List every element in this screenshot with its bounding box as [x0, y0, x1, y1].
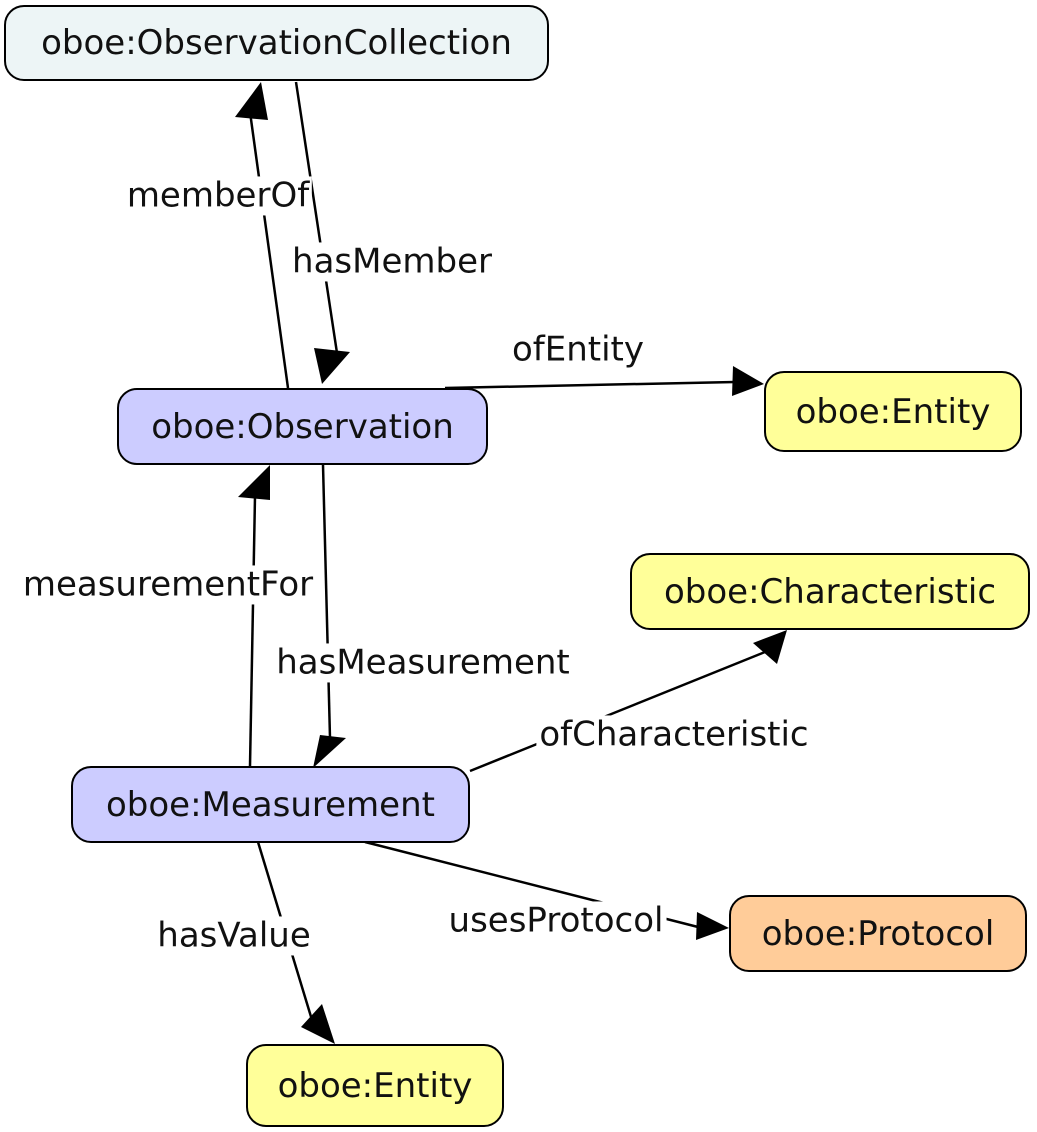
node-characteristic[interactable]: oboe:Characteristic [630, 553, 1030, 630]
edge-label-uses-protocol: usesProtocol [445, 901, 667, 941]
edge-measurement-for [238, 465, 270, 767]
edge-has-measurement [313, 464, 346, 768]
edge-of-characteristic [469, 630, 787, 773]
node-entity-top[interactable]: oboe:Entity [764, 371, 1022, 452]
edge-of-entity [444, 366, 764, 396]
edge-label-member-of: memberOf [123, 176, 313, 216]
edge-label-has-measurement: hasMeasurement [273, 643, 573, 683]
node-observation-collection[interactable]: oboe:ObservationCollection [4, 5, 549, 81]
edge-label-of-characteristic: ofCharacteristic [536, 715, 812, 755]
node-measurement[interactable]: oboe:Measurement [71, 766, 470, 843]
node-protocol[interactable]: oboe:Protocol [729, 895, 1027, 972]
edge-member-of [235, 82, 290, 389]
edge-label-of-entity: ofEntity [508, 330, 648, 370]
edge-label-measurement-for: measurementFor [19, 565, 317, 605]
node-entity-bottom[interactable]: oboe:Entity [246, 1044, 504, 1127]
node-observation[interactable]: oboe:Observation [117, 388, 488, 465]
edge-has-member [294, 81, 350, 384]
edge-label-has-member: hasMember [289, 242, 495, 282]
edge-label-has-value: hasValue [154, 916, 314, 956]
